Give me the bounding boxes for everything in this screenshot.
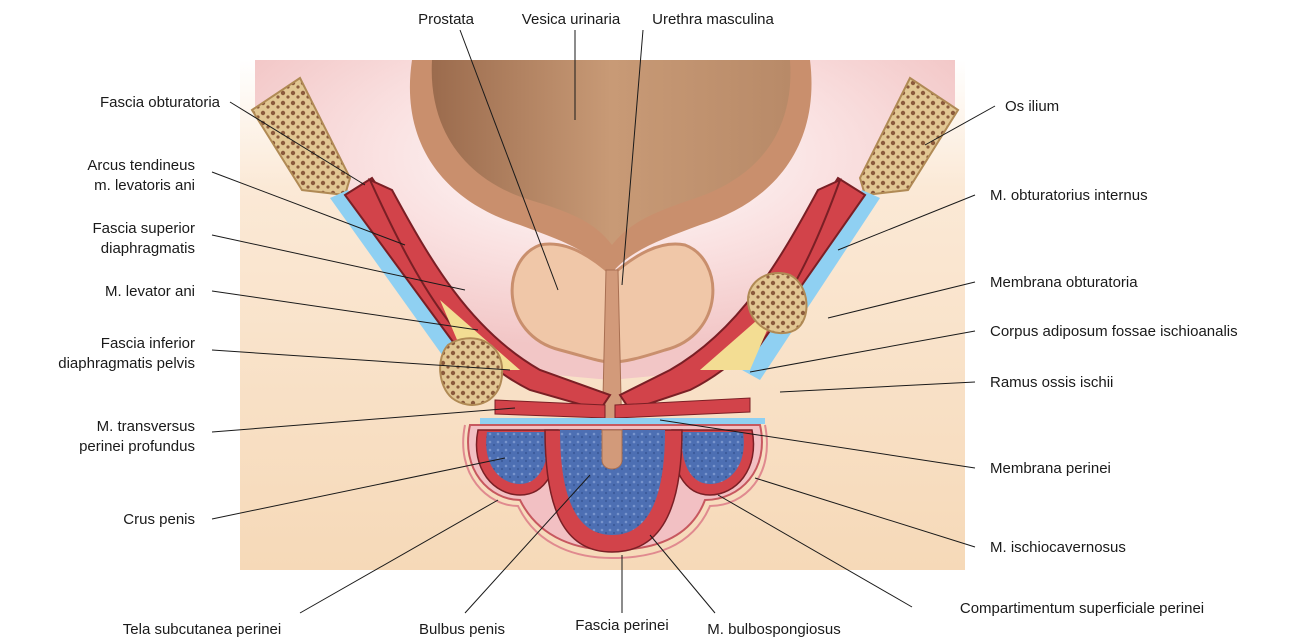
label-membrana-perinei: Membrana perinei (990, 460, 1111, 477)
label-prostata: Prostata (418, 11, 475, 28)
label-fascia-superior-2: diaphragmatis (101, 240, 195, 257)
label-membrana-obturatoria: Membrana obturatoria (990, 274, 1138, 291)
label-bulbus-penis: Bulbus penis (419, 621, 505, 638)
label-m-ischiocavernosus: M. ischiocavernosus (990, 539, 1126, 556)
label-m-transversus-2: perinei profundus (79, 438, 195, 455)
label-fascia-inferior-2: diaphragmatis pelvis (58, 355, 195, 372)
label-arcus-tendineus-1: Arcus tendineus (87, 157, 195, 174)
label-vesica-urinaria: Vesica urinaria (522, 11, 621, 28)
label-arcus-tendineus-2: m. levatoris ani (94, 177, 195, 194)
label-tela-subcutanea: Tela subcutanea perinei (123, 621, 281, 638)
label-m-levator-ani: M. levator ani (105, 283, 195, 300)
label-ramus-ossis-ischii: Ramus ossis ischii (990, 374, 1113, 391)
label-m-obturatorius-internus: M. obturatorius internus (990, 187, 1148, 204)
label-urethra-masculina: Urethra masculina (652, 11, 774, 28)
label-m-bulbospongiosus: M. bulbospongiosus (707, 621, 840, 638)
label-fascia-obturatoria: Fascia obturatoria (100, 94, 221, 111)
membrana-perinei (480, 418, 765, 424)
ramus-ischii-left (440, 338, 502, 405)
label-fascia-perinei: Fascia perinei (575, 617, 668, 634)
label-os-ilium: Os ilium (1005, 98, 1059, 115)
label-fascia-inferior-1: Fascia inferior (101, 335, 195, 352)
label-m-transversus-1: M. transversus (97, 418, 195, 435)
urethra-bulb (602, 430, 622, 469)
label-compartimentum: Compartimentum superficiale perinei (960, 600, 1204, 617)
label-corpus-adiposum: Corpus adiposum fossae ischioanalis (990, 323, 1238, 340)
label-crus-penis: Crus penis (123, 511, 195, 528)
label-fascia-superior-1: Fascia superior (92, 220, 195, 237)
